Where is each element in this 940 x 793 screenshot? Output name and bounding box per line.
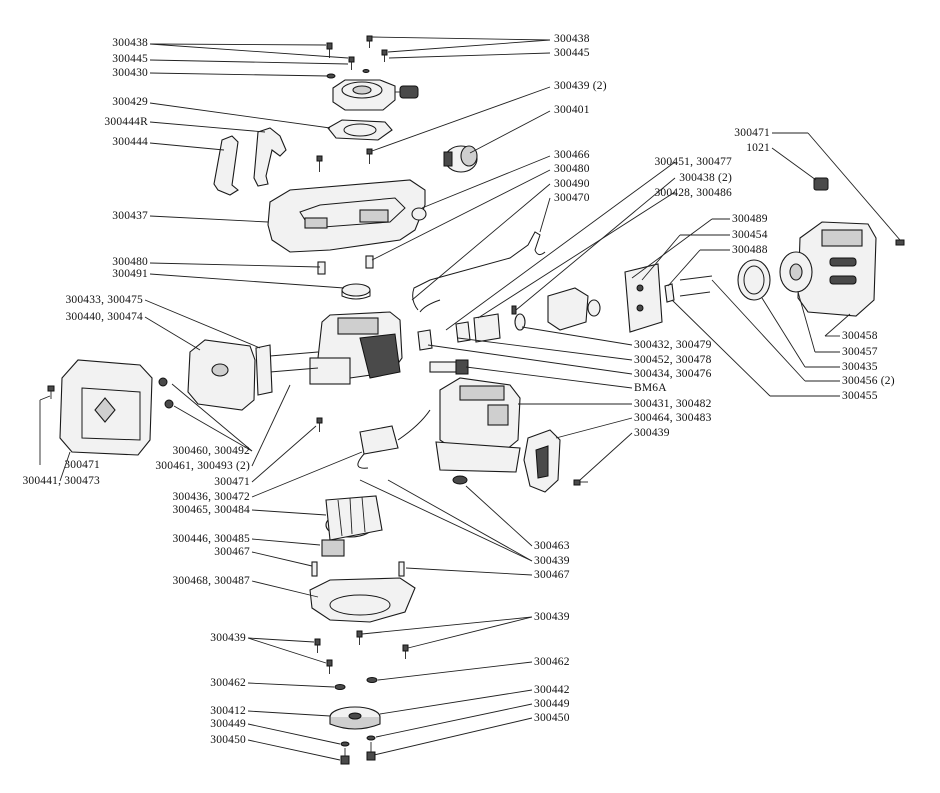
part-label-300466: 300466 bbox=[554, 149, 590, 161]
part-label-300454: 300454 bbox=[732, 229, 768, 241]
part-label-300467: 300467 bbox=[214, 546, 250, 558]
fuel-tank bbox=[267, 179, 427, 253]
part-label-300438-2: 300438 (2) bbox=[679, 172, 732, 184]
part-label-300471: 300471 bbox=[734, 127, 770, 139]
part-label-300439: 300439 bbox=[634, 427, 670, 439]
part-label-300431-300482: 300431, 300482 bbox=[634, 398, 712, 410]
part-label-300489: 300489 bbox=[732, 213, 768, 225]
part-label-300429: 300429 bbox=[112, 96, 148, 108]
part-label-300428-300486: 300428, 300486 bbox=[654, 187, 732, 199]
part-label-300480: 300480 bbox=[554, 163, 590, 175]
muffler bbox=[187, 339, 256, 411]
part-label-300461-300493-2: 300461, 300493 (2) bbox=[155, 460, 250, 472]
part-label-300442: 300442 bbox=[534, 684, 570, 696]
part-label-300444R: 300444R bbox=[104, 116, 148, 128]
part-label-300433-300475: 300433, 300475 bbox=[65, 294, 143, 306]
part-label-300445: 300445 bbox=[112, 53, 148, 65]
part-label-1021: 1021 bbox=[746, 142, 770, 154]
leader-lines bbox=[39, 36, 901, 761]
part-label-300458: 300458 bbox=[842, 330, 878, 342]
part-label-300464-300483: 300464, 300483 bbox=[634, 412, 712, 424]
part-label-300441-300473: 300441, 300473 bbox=[22, 475, 100, 487]
part-label-300444: 300444 bbox=[112, 136, 148, 148]
part-label-300465-300484: 300465, 300484 bbox=[172, 504, 250, 516]
part-label-300491: 300491 bbox=[112, 268, 148, 280]
muffler-cover bbox=[59, 359, 153, 456]
gasket bbox=[327, 119, 393, 141]
left-screws bbox=[47, 377, 323, 432]
part-label-300460-300492: 300460, 300492 bbox=[172, 445, 250, 457]
part-label-300488: 300488 bbox=[732, 244, 768, 256]
standoffs bbox=[317, 255, 374, 275]
part-label-300452-300478: 300452, 300478 bbox=[634, 354, 712, 366]
dowel-pins bbox=[311, 561, 405, 577]
carburetor-group bbox=[417, 263, 675, 351]
part-label-300456-2: 300456 (2) bbox=[842, 375, 895, 387]
part-label-300467: 300467 bbox=[534, 569, 570, 581]
part-label-300463: 300463 bbox=[534, 540, 570, 552]
part-label-300439: 300439 bbox=[534, 555, 570, 567]
part-label-300446-300485: 300446, 300485 bbox=[172, 533, 250, 545]
fuel-cap bbox=[443, 145, 478, 173]
part-label-300434-300476: 300434, 300476 bbox=[634, 368, 712, 380]
part-label-300430: 300430 bbox=[112, 67, 148, 79]
flywheel bbox=[325, 495, 383, 541]
part-label-300480: 300480 bbox=[112, 256, 148, 268]
part-label-300401: 300401 bbox=[554, 104, 590, 116]
insulator-plate bbox=[255, 344, 273, 396]
clutch-bolts bbox=[340, 735, 376, 765]
recoil-starter bbox=[332, 79, 419, 111]
part-label-300471: 300471 bbox=[214, 476, 250, 488]
magnet bbox=[321, 539, 345, 557]
ignition-coil bbox=[357, 409, 431, 469]
part-label-300490: 300490 bbox=[554, 178, 590, 190]
part-label-300437: 300437 bbox=[112, 210, 148, 222]
part-label-300432-300479: 300432, 300479 bbox=[634, 339, 712, 351]
cylinder-shroud bbox=[435, 377, 521, 485]
fan-housing bbox=[309, 577, 416, 623]
side-guard bbox=[523, 429, 588, 493]
part-label-300450: 300450 bbox=[534, 712, 570, 724]
part-label-300449: 300449 bbox=[534, 698, 570, 710]
washers bbox=[334, 677, 378, 690]
part-label-300451-300477: 300451, 300477 bbox=[654, 156, 732, 168]
fuel-line bbox=[412, 231, 546, 313]
part-label-300438: 300438 bbox=[112, 37, 148, 49]
engine-block bbox=[269, 311, 403, 385]
part-label-300470: 300470 bbox=[554, 192, 590, 204]
part-label-300439: 300439 bbox=[534, 611, 570, 623]
part-label-BM6A: BM6A bbox=[634, 382, 667, 394]
clutch bbox=[329, 706, 381, 730]
bottom-screws bbox=[314, 630, 409, 674]
fuel-filter bbox=[341, 283, 371, 300]
part-label-300439: 300439 bbox=[210, 632, 246, 644]
part-label-300440-300474: 300440, 300474 bbox=[65, 311, 143, 323]
fuel-tank-straps bbox=[213, 127, 287, 196]
spark-plug bbox=[429, 359, 469, 375]
part-label-300462: 300462 bbox=[210, 677, 246, 689]
part-label-300455: 300455 bbox=[842, 390, 878, 402]
part-label-300449: 300449 bbox=[210, 718, 246, 730]
part-label-300445: 300445 bbox=[554, 47, 590, 59]
part-label-300468-300487: 300468, 300487 bbox=[172, 575, 250, 587]
part-label-300462: 300462 bbox=[534, 656, 570, 668]
part-label-300457: 300457 bbox=[842, 346, 878, 358]
part-label-300438: 300438 bbox=[554, 33, 590, 45]
starter-screws bbox=[316, 148, 373, 172]
part-label-300439: 300439 (2) bbox=[554, 80, 607, 92]
part-label-300471: 300471 bbox=[64, 459, 100, 471]
part-label-300450: 300450 bbox=[210, 734, 246, 746]
right-components bbox=[679, 177, 905, 317]
part-label-300435: 300435 bbox=[842, 361, 878, 373]
part-label-300436-300472: 300436, 300472 bbox=[172, 491, 250, 503]
part-label-300412: 300412 bbox=[210, 705, 246, 717]
